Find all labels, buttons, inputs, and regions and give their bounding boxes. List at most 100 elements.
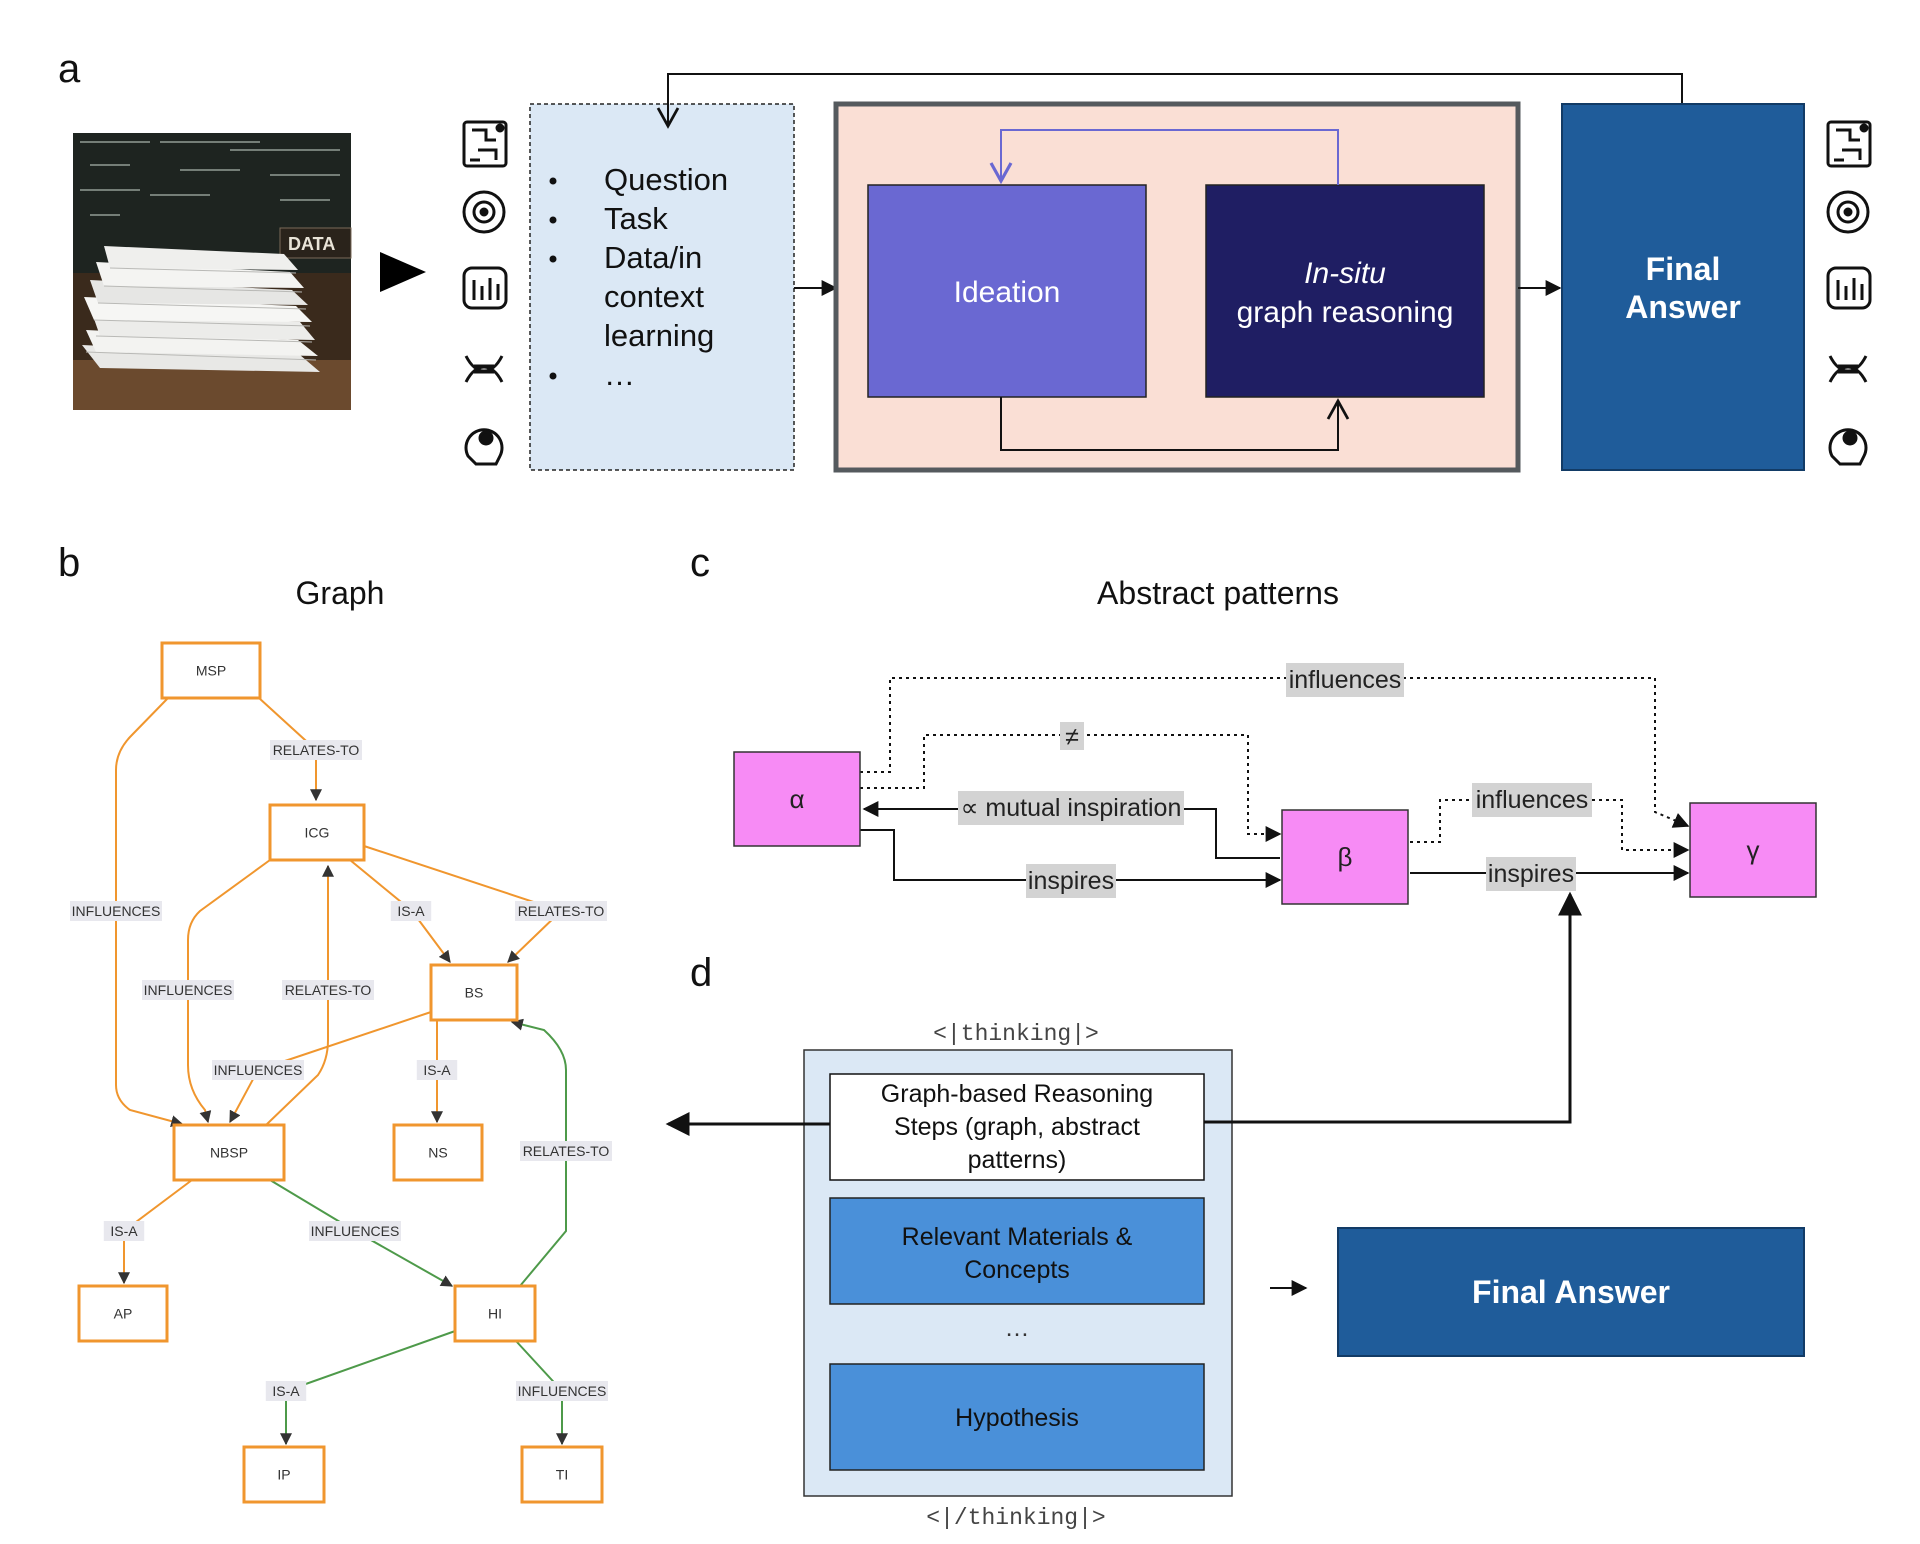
pattern-node-beta: β — [1281, 809, 1409, 905]
alpha-beta-inspires-label: inspires — [1028, 867, 1114, 895]
hypothesis-box — [829, 1363, 1205, 1471]
graph-node-nbsp: NBSP — [172, 1123, 286, 1182]
relevant-materials-box — [829, 1197, 1205, 1305]
input-bullet-list: QuestionTaskData/incontextlearning… — [549, 162, 728, 392]
edge-label-bg — [309, 1221, 401, 1241]
panel-b-letter: b — [58, 541, 80, 585]
bullet-dot — [549, 372, 557, 380]
final-answer-line-2: Answer — [1625, 289, 1741, 325]
edge-label-bg — [416, 1060, 458, 1080]
graph-edge-label: RELATES-TO — [518, 903, 605, 919]
graph-reasoning-steps-line-3: patterns) — [968, 1146, 1067, 1174]
panel-c-letter: c — [690, 541, 710, 585]
graph-edge-hi-ip — [280, 1329, 459, 1446]
equalizer-icon — [462, 266, 508, 310]
graph-node-label: IP — [277, 1467, 290, 1483]
reasoning-to-ideation-arrow — [989, 129, 1339, 185]
graph-edge-msp-nbsp — [115, 697, 184, 1127]
graph-edge-label: RELATES-TO — [523, 1143, 610, 1159]
relevant-materials-line-1: Relevant Materials & — [902, 1223, 1133, 1251]
beta-gamma-inspires-label: inspires — [1488, 860, 1574, 888]
abstract-patterns-title: Abstract patterns — [1097, 575, 1339, 611]
dna-icon — [1828, 355, 1868, 383]
edge-label-bg — [265, 1381, 307, 1401]
graph-node-ns: NS — [392, 1123, 484, 1182]
steps-ellipsis: … — [1005, 1314, 1030, 1342]
pattern-node-alpha: α — [733, 751, 861, 847]
play-arrow-icon — [380, 252, 426, 292]
label-bg — [1286, 663, 1404, 697]
graph-edge-label: INFLUENCES — [518, 1383, 607, 1399]
bullet-dot — [549, 216, 557, 224]
graph-edge-labels: RELATES-TO INFLUENCES IS-A RELATES-TO INFLUE… — [70, 740, 612, 1401]
graph-edge-label: INFLUENCES — [214, 1062, 303, 1078]
graph-reasoning-steps-box — [829, 1073, 1205, 1181]
ideation-label: Ideation — [954, 276, 1061, 309]
gamma-label: γ — [1747, 835, 1760, 865]
panel-d-letter: d — [690, 951, 712, 995]
graph-node-bs: BS — [429, 963, 519, 1022]
graph-node-hi: HI — [453, 1284, 537, 1343]
graph-edge-label: INFLUENCES — [144, 982, 233, 998]
bullet-text: learning — [604, 318, 714, 353]
graph-edge-icg-nbsp — [187, 859, 271, 1124]
edge-label-bg — [103, 1221, 145, 1241]
alpha-label: α — [789, 784, 804, 814]
label-bg — [1486, 857, 1576, 891]
edge-label-bg — [70, 901, 162, 921]
graph-edge-label: RELATES-TO — [285, 982, 372, 998]
head-gear-icon — [464, 428, 504, 466]
graph-edge-label: IS-A — [423, 1062, 451, 1078]
graph-edge-label: INFLUENCES — [72, 903, 161, 919]
final-answer-box — [1561, 103, 1805, 471]
graph-node-label: NBSP — [210, 1145, 248, 1161]
edge-label-bg — [270, 740, 362, 760]
alpha-gamma-influences-label: influences — [1289, 666, 1402, 694]
right-icon-column — [1826, 120, 1872, 466]
alpha-gamma-influences-edge — [860, 677, 1690, 828]
label-bg — [1026, 864, 1116, 898]
final-answer-line-1: Final — [1646, 251, 1721, 287]
graph-reasoning-steps-line-2: Steps (graph, abstract — [894, 1113, 1140, 1141]
bullet-text: Task — [604, 201, 668, 236]
graph-edge-hi-bs — [510, 1018, 567, 1287]
ideation-box — [867, 184, 1147, 398]
graph-node-msp: MSP — [160, 641, 262, 700]
brain-circuit-icon — [1826, 120, 1872, 168]
label-bg — [958, 791, 1184, 825]
graph-node-label: NS — [428, 1145, 447, 1161]
thinking-open-tag: <|thinking|> — [933, 1021, 1099, 1047]
graph-edge-label: IS-A — [397, 903, 425, 919]
edge-label-bg — [516, 1381, 608, 1401]
brain-circuit-icon — [462, 120, 508, 168]
graph-title: Graph — [296, 575, 385, 611]
atom-icon — [1826, 190, 1870, 234]
graph-edge-label: IS-A — [272, 1383, 300, 1399]
graph-node-label: HI — [488, 1306, 502, 1322]
label-bg — [1472, 783, 1592, 817]
atom-icon — [462, 190, 506, 234]
graph-node-ap: AP — [77, 1284, 169, 1343]
ideation-to-reasoning-arrow — [1000, 397, 1350, 451]
graph-edge-label: IS-A — [110, 1223, 138, 1239]
panel-a-letter: a — [58, 47, 81, 91]
bullet-text: Question — [604, 162, 728, 197]
bullet-text: Data/in — [604, 240, 702, 275]
bullet-dot — [549, 255, 557, 263]
edge-label-bg — [515, 901, 607, 921]
feedback-loop-arrow — [656, 73, 1683, 129]
label-bg — [1060, 722, 1084, 750]
graph-edge-label: INFLUENCES — [311, 1223, 400, 1239]
graph-node-label: AP — [114, 1306, 133, 1322]
left-icon-column — [462, 120, 508, 466]
steps-to-patterns-arrow — [1204, 891, 1582, 1124]
thinking-close-tag: <|/thinking|> — [926, 1505, 1105, 1531]
graph-node-label: MSP — [196, 663, 226, 679]
input-data-image: DATA — [73, 133, 352, 410]
graph-reasoning-label: graph reasoning — [1237, 296, 1454, 329]
bullet-text: … — [604, 357, 635, 392]
mutual-inspiration-label: ∝ mutual inspiration — [961, 794, 1182, 822]
edge-label-bg — [212, 1060, 304, 1080]
